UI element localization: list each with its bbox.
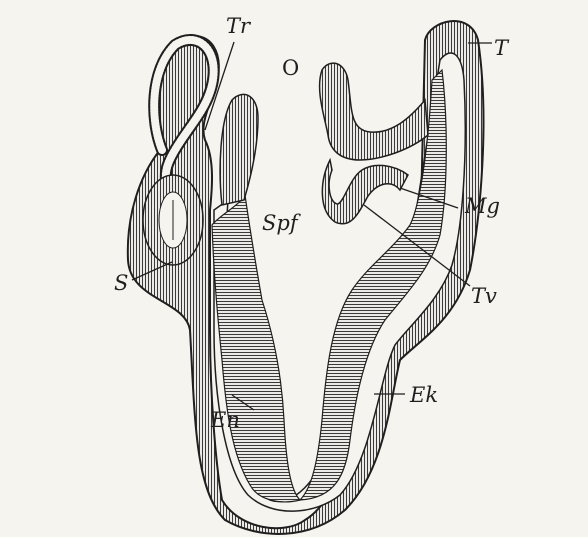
label-Ek: Ek <box>410 385 438 406</box>
label-S: S <box>114 273 128 294</box>
middle-right-loop <box>322 160 408 224</box>
label-Tv: Tv <box>471 286 497 307</box>
label-O: O <box>282 58 299 79</box>
label-Mg: Mg <box>465 196 500 217</box>
label-Tr: Tr <box>226 16 250 37</box>
finger-projection <box>220 94 258 205</box>
label-En: En <box>211 410 240 431</box>
label-T: T <box>494 38 508 59</box>
upper-right-fold <box>320 63 428 160</box>
label-Spf: Spf <box>262 213 298 234</box>
endoderm-mass <box>212 195 300 502</box>
